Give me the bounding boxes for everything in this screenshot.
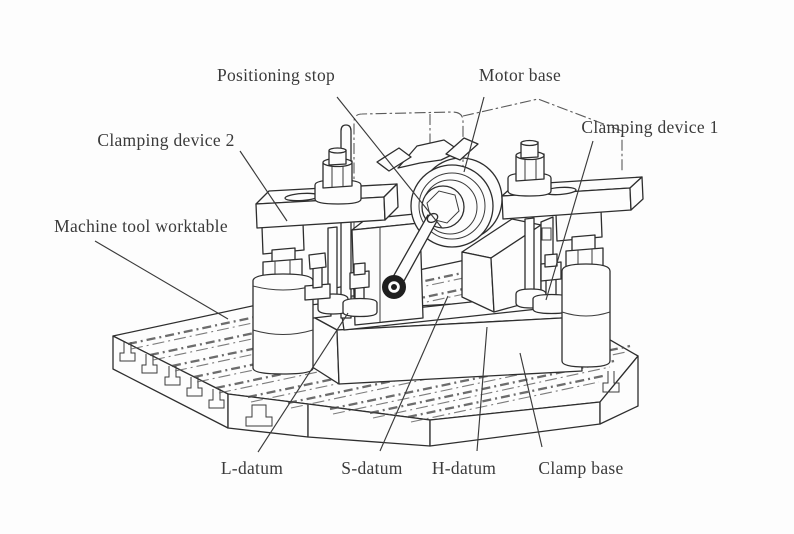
l-datum-stud (342, 262, 378, 318)
leader-h-datum (476, 326, 488, 452)
label-s-datum: S-datum (341, 458, 403, 478)
leader-l-datum (257, 312, 349, 453)
t-slot-section-right (602, 371, 620, 393)
leader-machine-tool-worktable (94, 240, 229, 320)
leader-motor-base (463, 96, 485, 173)
leader-clamping-device-2 (239, 150, 288, 222)
label-motor-base: Motor base (478, 65, 562, 85)
label-positioning-stop: Positioning stop (216, 65, 336, 85)
t-slot-section-front (245, 404, 273, 427)
label-clamp-base: Clamp base (538, 458, 624, 478)
leader-s-datum (379, 295, 449, 452)
label-clamping-device-1: Clamping device 1 (581, 117, 719, 137)
label-l-datum: L-datum (220, 458, 284, 478)
clamping-device-2 (252, 147, 399, 375)
leader-lines (94, 96, 594, 453)
clamping-device-1 (501, 139, 644, 368)
label-machine-tool-worktable: Machine tool worktable (54, 216, 228, 236)
label-clamping-device-2: Clamping device 2 (97, 130, 235, 150)
leader-positioning-stop (336, 96, 443, 229)
adjusting-rod (382, 212, 439, 299)
leader-clamp-base (519, 352, 543, 448)
t-slot-sections-left (119, 342, 225, 409)
leader-clamping-device-1 (545, 140, 594, 301)
label-h-datum: H-datum (431, 458, 497, 478)
